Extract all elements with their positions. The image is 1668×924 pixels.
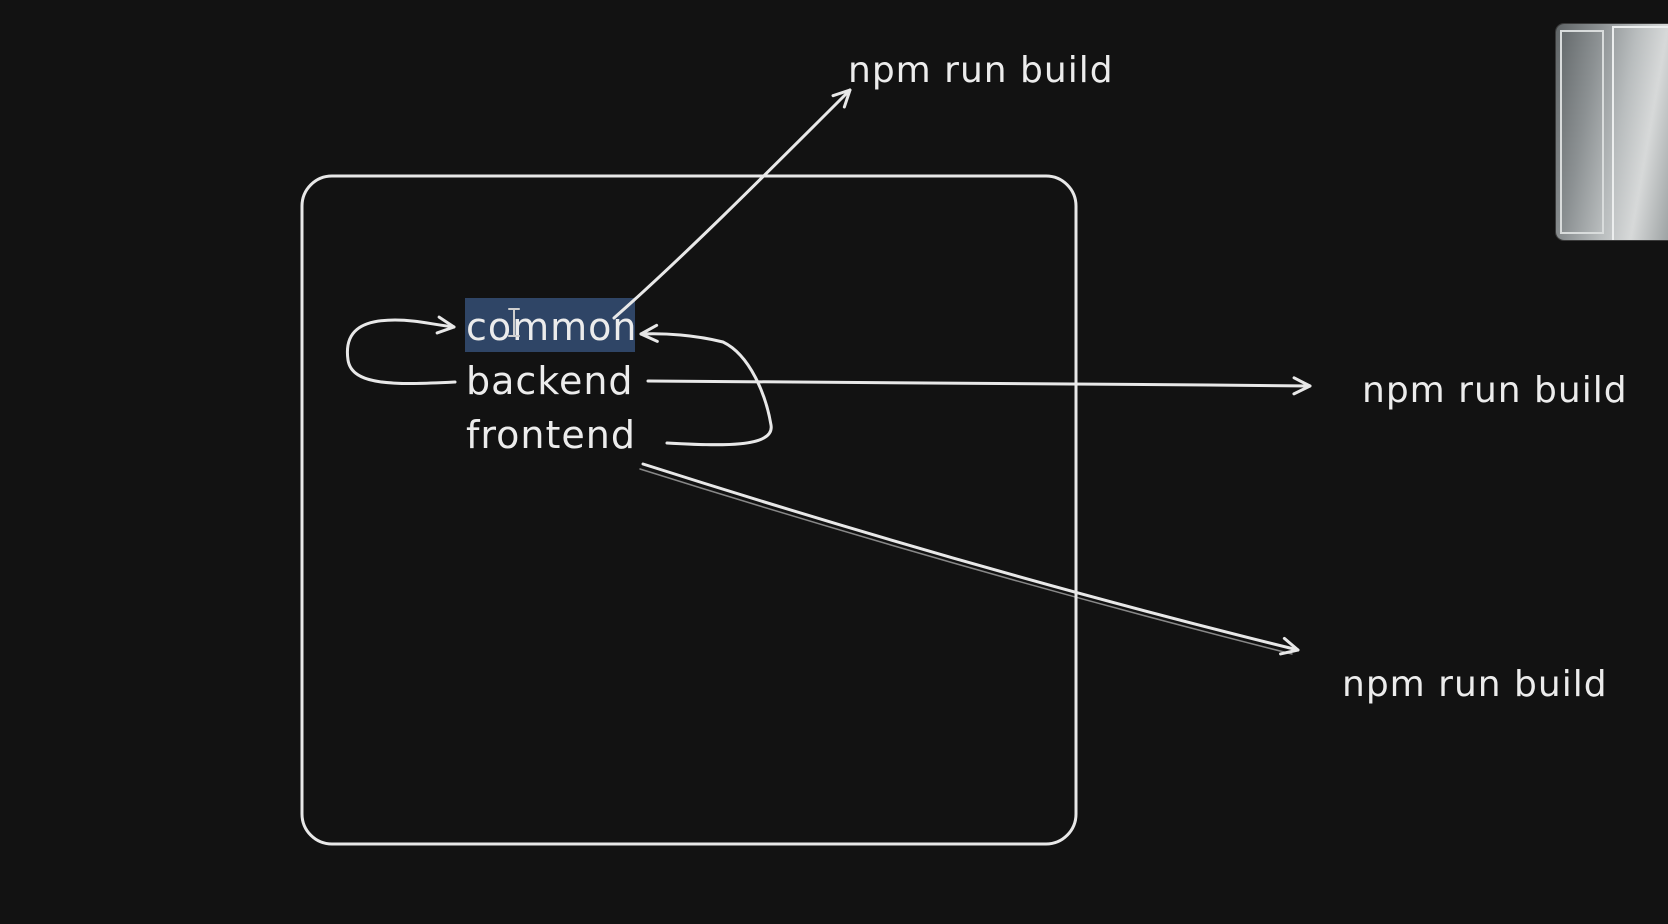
common-selection-highlight — [465, 298, 635, 352]
arrow-common-to-build-top[interactable] — [612, 88, 852, 320]
node-backend[interactable]: backend — [466, 359, 634, 403]
arrow-frontend-to-common[interactable] — [639, 323, 773, 447]
webcam-window-frame — [1560, 30, 1604, 234]
webcam-thumbnail[interactable] — [1556, 24, 1668, 240]
build-label-bottom[interactable]: npm run build — [1342, 664, 1608, 705]
node-frontend[interactable]: frontend — [466, 413, 636, 457]
build-label-top[interactable]: npm run build — [848, 50, 1114, 91]
node-common[interactable]: common — [466, 305, 638, 349]
arrow-backend-to-common[interactable] — [345, 315, 457, 385]
monorepo-box[interactable] — [300, 174, 1078, 846]
arrow-backend-to-build-right[interactable] — [646, 376, 1312, 396]
arrow-frontend-to-build-bottom-shadow — [639, 468, 1293, 655]
arrow-frontend-to-build-bottom[interactable] — [641, 462, 1300, 656]
webcam-window-frame-right — [1612, 26, 1668, 240]
build-label-right[interactable]: npm run build — [1362, 370, 1628, 411]
text-cursor-icon — [508, 308, 520, 337]
